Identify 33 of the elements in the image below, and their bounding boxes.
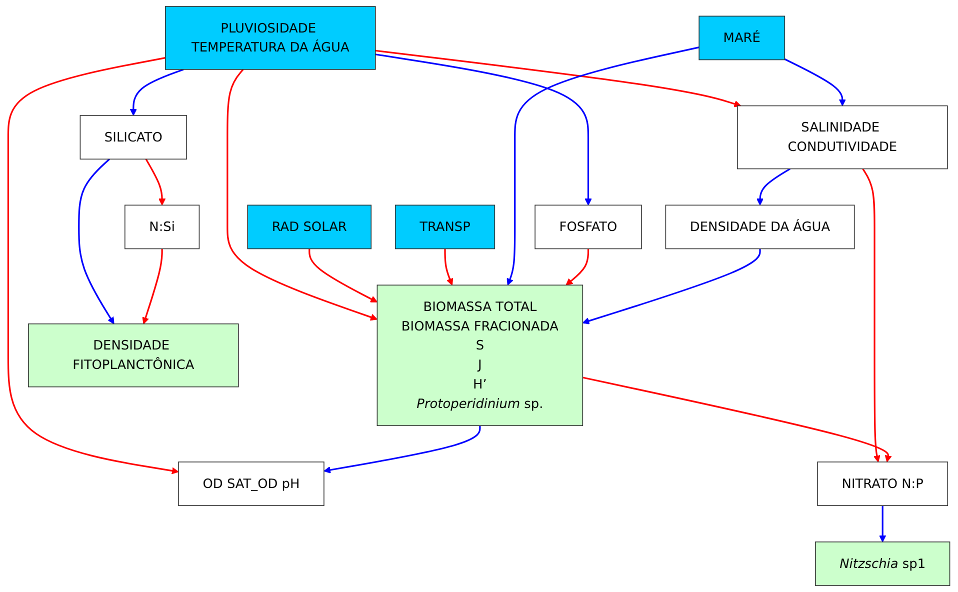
arrow [226, 68, 378, 321]
arrow [145, 158, 166, 206]
arrow [756, 168, 791, 206]
arrow [879, 506, 886, 542]
node-box: DENSIDADE FITOPLANCTÔNICA [28, 323, 239, 388]
arrow [784, 58, 846, 106]
node-box: Nitzschia sp1 [815, 542, 950, 586]
arrow [324, 426, 481, 474]
arrow [582, 376, 892, 462]
node-box: DENSIDADE DA ÁGUA [665, 204, 855, 250]
arrow [7, 57, 179, 474]
node-box: TRANSP [394, 204, 496, 250]
arrow [130, 68, 184, 116]
node-box: BIOMASSA TOTAL BIOMASSA FRACIONADA S J H’ Protoperidinium sp. [376, 284, 584, 426]
node-box: FOSFATO [534, 204, 642, 250]
node-box: SALINIDADE CONDUTIVIDADE [737, 105, 948, 170]
node-box: MARÉ [698, 16, 786, 60]
arrow [308, 248, 378, 302]
arrow [506, 46, 700, 286]
node-box: RAD SOLAR [247, 204, 372, 250]
arrow [444, 248, 454, 286]
arrow [582, 248, 761, 324]
node-box: SILICATO [80, 115, 187, 160]
node-box: N:Si [124, 204, 200, 250]
node-box: PLUVIOSIDADE TEMPERATURA DA ÁGUA [165, 6, 376, 70]
arrow [375, 50, 742, 108]
node-box: NITRATO N:P [817, 462, 948, 506]
arrow [862, 168, 880, 462]
node-box: OD SAT_OD pH [178, 462, 324, 506]
arrow [375, 54, 592, 206]
arrow [78, 158, 114, 324]
arrow [566, 248, 590, 286]
arrow [142, 248, 163, 324]
